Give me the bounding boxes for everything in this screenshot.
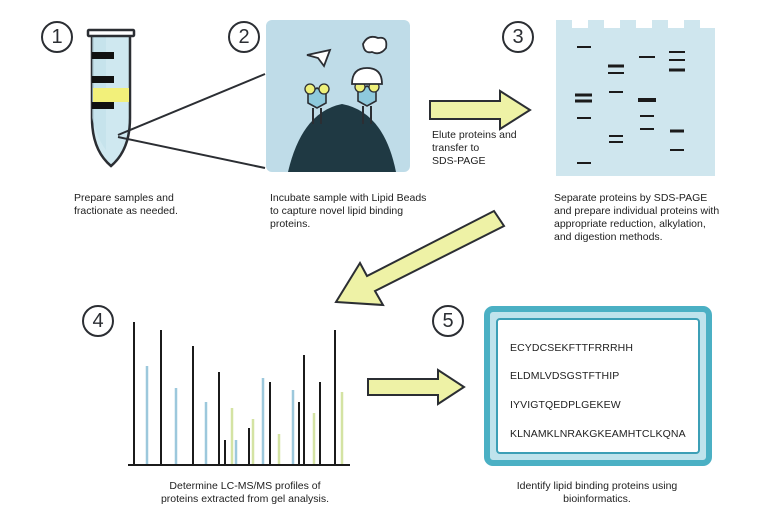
zoom-line: [117, 136, 266, 169]
sequence-panel-inner: ECYDCSEKFTTFRRRHH ELDMLVDSGSTFTHIP IYVIG…: [496, 318, 700, 454]
free-protein: [306, 48, 332, 68]
gel-band: [92, 52, 114, 59]
arrow-icon: [367, 368, 466, 406]
step-2-caption: Incubate sample with Lipid Beads to capt…: [270, 192, 427, 230]
ms-spectrum-icon: [128, 322, 350, 466]
gel-band: [92, 76, 114, 83]
tube-icon: [86, 28, 136, 168]
transfer-label: Elute proteins and transfer to SDS-PAGE: [432, 129, 517, 167]
sequence-line: ELDMLVDSGSTFTHIP: [510, 370, 620, 382]
step-3-number: 3: [502, 21, 534, 53]
free-protein: [362, 35, 388, 55]
sequence-panel: ECYDCSEKFTTFRRRHH ELDMLVDSGSTFTHIP IYVIG…: [484, 306, 712, 466]
gel-band: [92, 102, 114, 109]
sequence-line: KLNAMKLNRAKGKEAMHTCLKQNA: [510, 428, 686, 440]
bound-protein: [351, 67, 383, 85]
zoom-line: [117, 73, 266, 136]
step-3-caption: Separate proteins by SDS-PAGE and prepar…: [554, 192, 720, 243]
step-5-number: 5: [432, 305, 464, 337]
yellow-band: [93, 88, 129, 102]
arrow-icon: [429, 89, 532, 131]
sequence-line: ECYDCSEKFTTFRRRHH: [510, 342, 634, 354]
step-4-caption: Determine LC-MS/MS profiles of proteins …: [160, 480, 330, 505]
lipid-bead-icon: [266, 20, 410, 172]
step-2-number: 2: [228, 21, 260, 53]
sequence-line: IYVIGTQEDPLGEKEW: [510, 399, 621, 411]
sds-gel-icon: [556, 20, 715, 176]
step-1-caption: Prepare samples and fractionate as neede…: [74, 192, 178, 217]
arrow-icon: [334, 209, 506, 307]
step-4-number: 4: [82, 305, 114, 337]
step-5-caption: Identify lipid binding proteins using bi…: [516, 480, 678, 505]
step-1-number: 1: [41, 21, 73, 53]
